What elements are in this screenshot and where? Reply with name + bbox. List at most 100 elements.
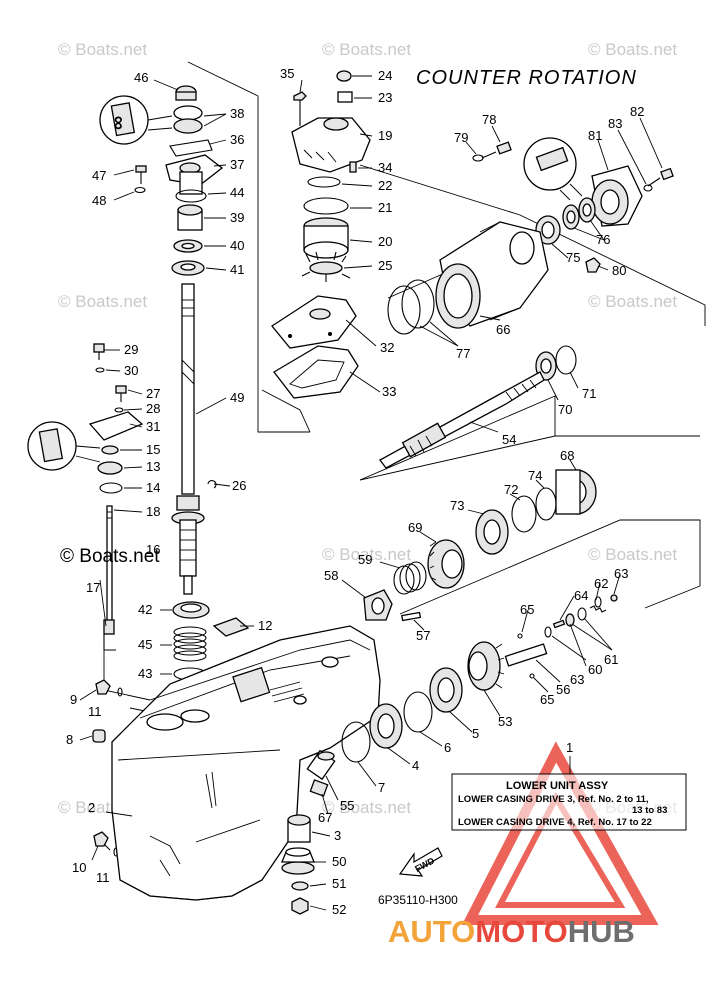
part-49 xyxy=(181,283,195,495)
part-51 xyxy=(291,881,309,891)
label-27: 27 xyxy=(146,386,160,401)
part-73 xyxy=(475,509,509,555)
part-57 xyxy=(401,611,422,622)
label-33: 33 xyxy=(382,384,396,399)
label-52: 52 xyxy=(332,902,346,917)
part-47 xyxy=(135,165,147,173)
part-33 xyxy=(273,345,359,399)
label-47: 47 xyxy=(92,168,106,183)
legend: 1 LOWER UNIT ASSY LOWER CASING DRIVE 3, … xyxy=(451,740,687,831)
label-48: 48 xyxy=(92,193,106,208)
part-13 xyxy=(97,461,123,475)
label-10: 10 xyxy=(72,860,86,875)
watermark: © Boats.net xyxy=(588,292,677,311)
watermark: © Boats.net xyxy=(588,40,677,59)
label-83: 83 xyxy=(608,116,622,131)
label-16: 16 xyxy=(146,542,160,557)
part-71 xyxy=(555,345,577,375)
label-5: 5 xyxy=(472,726,479,741)
svg-text:∞: ∞ xyxy=(107,116,129,130)
part-21 xyxy=(303,197,349,215)
part-4 xyxy=(369,703,403,749)
part-34 xyxy=(349,161,357,173)
label-80: 80 xyxy=(612,263,626,278)
label-59: 59 xyxy=(358,552,372,567)
part-30 xyxy=(95,367,105,373)
part-28 xyxy=(114,407,124,413)
part-5 xyxy=(429,667,463,713)
label-20: 20 xyxy=(378,234,392,249)
watermark: © Boats.net xyxy=(58,292,147,311)
label-67: 67 xyxy=(318,810,332,825)
label-36: 36 xyxy=(230,132,244,147)
part-36 xyxy=(169,139,213,157)
label-65a: 65 xyxy=(520,602,534,617)
part-6 xyxy=(403,691,433,733)
label-53: 53 xyxy=(498,714,512,729)
label-12: 12 xyxy=(258,618,272,633)
label-46: 46 xyxy=(134,70,148,85)
part-61 xyxy=(577,607,587,621)
fwd-arrow: FWD xyxy=(398,847,443,877)
detent-parts xyxy=(544,594,618,638)
part-24 xyxy=(336,70,352,82)
label-26: 26 xyxy=(232,478,246,493)
part-25 xyxy=(301,251,351,282)
inset-15-clip xyxy=(27,421,101,471)
inset-38-clip: ∞ xyxy=(99,95,173,145)
label-23: 23 xyxy=(378,90,392,105)
legend-title: LOWER UNIT ASSY xyxy=(506,780,609,792)
part-68 xyxy=(555,469,597,515)
label-38: 38 xyxy=(230,106,244,121)
part-45 xyxy=(173,626,207,662)
watermark: © Boats.net xyxy=(322,40,411,59)
label-3: 3 xyxy=(334,828,341,843)
label-66: 66 xyxy=(496,322,510,337)
part-9 xyxy=(95,679,111,695)
part-14 xyxy=(99,482,123,494)
part-32 xyxy=(271,295,357,349)
part-29 xyxy=(93,343,105,353)
label-7: 7 xyxy=(378,780,385,795)
label-11b: 11 xyxy=(96,870,110,885)
label-2: 2 xyxy=(88,800,95,815)
part-code: 6P35110-H300 xyxy=(378,893,458,907)
part-58 xyxy=(363,589,393,621)
label-19: 19 xyxy=(378,128,392,143)
assembly-frames xyxy=(103,61,706,713)
part-62 xyxy=(589,605,607,613)
label-37: 37 xyxy=(230,157,244,172)
gear-group xyxy=(363,469,618,691)
label-79: 79 xyxy=(454,130,468,145)
label-34: 34 xyxy=(378,160,392,175)
part-52 xyxy=(291,897,309,915)
label-78: 78 xyxy=(482,112,496,127)
label-32: 32 xyxy=(380,340,394,355)
part-65 xyxy=(517,633,523,639)
watermark: © Boats.net xyxy=(588,545,677,564)
inset-76-seals xyxy=(523,137,583,201)
driveshaft-column xyxy=(134,85,250,681)
propeller-shaft-group xyxy=(379,345,577,469)
part-54 xyxy=(379,371,545,469)
label-31: 31 xyxy=(146,419,160,434)
bearing-stack xyxy=(341,667,463,763)
label-30: 30 xyxy=(124,363,138,378)
part-56 xyxy=(504,643,548,667)
label-40: 40 xyxy=(230,238,244,253)
watermark: © Boats.net xyxy=(322,798,411,817)
part-55 xyxy=(306,749,336,781)
part-53 xyxy=(467,641,505,691)
label-18: 18 xyxy=(146,504,160,519)
part-27 xyxy=(115,385,127,394)
part-82 xyxy=(647,167,674,187)
part-44 xyxy=(175,189,207,203)
part-31 xyxy=(88,411,144,441)
watermark: © Boats.net xyxy=(322,545,411,564)
part-60 xyxy=(565,613,575,627)
label-42: 42 xyxy=(138,602,152,617)
label-57: 57 xyxy=(416,628,430,643)
label-62: 62 xyxy=(594,576,608,591)
label-65b: 65 xyxy=(540,692,554,707)
